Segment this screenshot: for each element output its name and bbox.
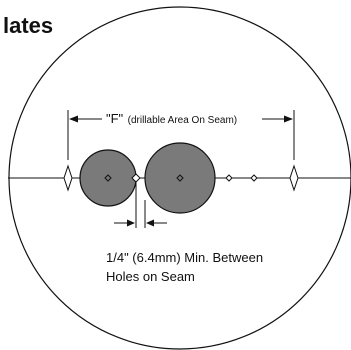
seam-marker-diamond (250, 174, 258, 182)
spacing-note-line-2: Holes on Seam (106, 269, 195, 284)
dimension-arrow-left-icon (69, 115, 78, 123)
diagram-title: lates (3, 13, 53, 38)
dimension-label: "F" (drillable Area On Seam) (106, 110, 237, 127)
hole-large (144, 142, 216, 214)
hole-large-center-marker (176, 174, 184, 182)
seam-marker-diamond (225, 174, 233, 182)
spacing-note-line-1: 1/4" (6.4mm) Min. Between (106, 250, 263, 265)
dimension-arrow-right-icon (284, 115, 293, 123)
dimension-label-main: "F" (106, 111, 124, 126)
spacing-arrow-right-icon (146, 219, 154, 227)
seam-end-marker-right (289, 164, 299, 192)
seam-end-marker-left (63, 164, 73, 192)
hole-small-center-marker (104, 174, 112, 182)
hole-small (79, 149, 137, 207)
spacing-arrow-left-icon (127, 219, 135, 227)
dimension-label-sub: (drillable Area On Seam) (128, 115, 238, 126)
